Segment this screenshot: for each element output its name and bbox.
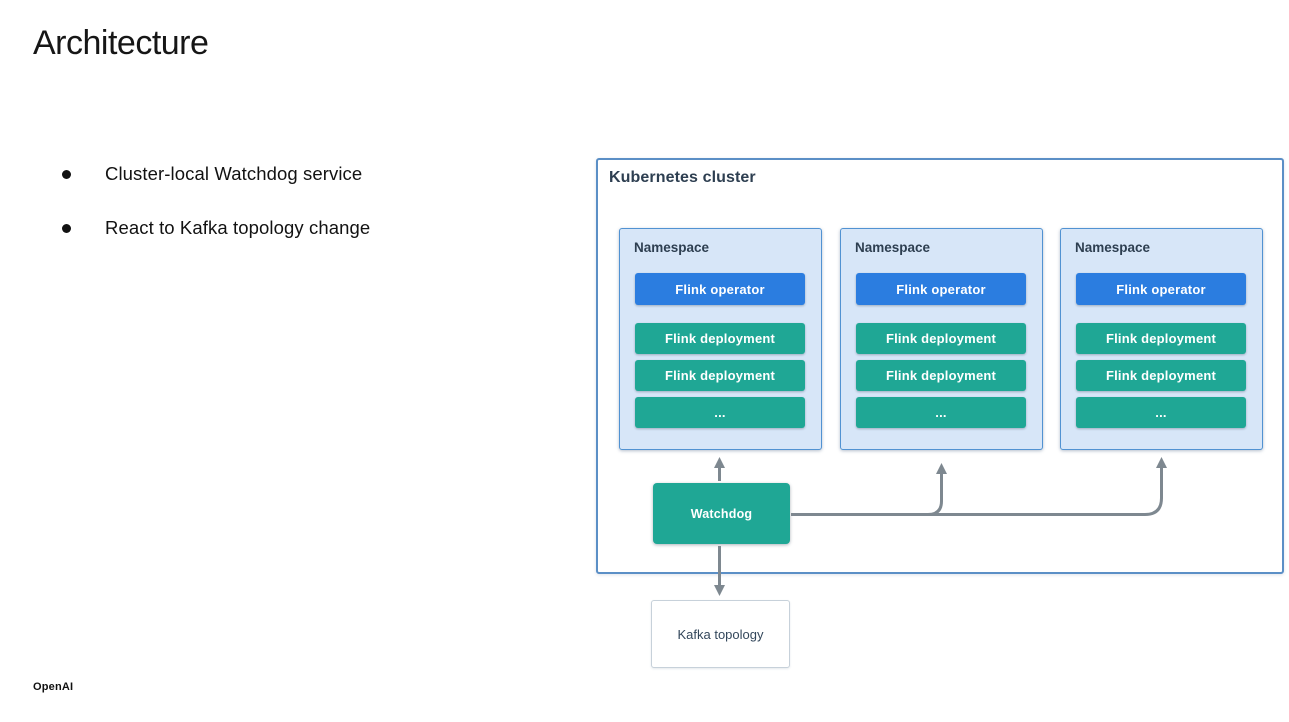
flink-deployment-pill: Flink deployment bbox=[635, 323, 805, 354]
flink-deployment-pill: Flink deployment bbox=[856, 323, 1026, 354]
flink-deployment-pill: Flink deployment bbox=[1076, 360, 1246, 391]
flink-deployment-pill: Flink deployment bbox=[1076, 323, 1246, 354]
bullet-item: React to Kafka topology change bbox=[62, 214, 370, 242]
flink-deployment-pill: Flink deployment bbox=[856, 360, 1026, 391]
page-title: Architecture bbox=[33, 24, 209, 62]
cluster-label: Kubernetes cluster bbox=[609, 169, 756, 186]
bullet-text: React to Kafka topology change bbox=[105, 217, 371, 238]
more-deployments-pill: ... bbox=[856, 397, 1026, 428]
flink-operator-pill: Flink operator bbox=[635, 273, 805, 305]
bullet-item: Cluster-local Watchdog service bbox=[62, 160, 370, 188]
namespace-box-1: Namespace Flink operator Flink deploymen… bbox=[619, 228, 822, 450]
watchdog-box: Watchdog bbox=[653, 483, 790, 544]
namespace-box-2: Namespace Flink operator Flink deploymen… bbox=[840, 228, 1043, 450]
flink-operator-pill: Flink operator bbox=[1076, 273, 1246, 305]
bullet-dot bbox=[62, 223, 71, 233]
bullet-text: Cluster-local Watchdog service bbox=[105, 163, 363, 184]
namespace-box-3: Namespace Flink operator Flink deploymen… bbox=[1060, 228, 1263, 450]
bullet-dot bbox=[62, 169, 71, 179]
more-deployments-pill: ... bbox=[1076, 397, 1246, 428]
flink-deployment-pill: Flink deployment bbox=[635, 360, 805, 391]
more-deployments-pill: ... bbox=[635, 397, 805, 428]
flink-operator-pill: Flink operator bbox=[856, 273, 1026, 305]
bullet-list: Cluster-local Watchdog service React to … bbox=[62, 160, 370, 268]
namespace-label: Namespace bbox=[855, 240, 931, 255]
namespace-label: Namespace bbox=[634, 240, 710, 255]
openai-logo: OpenAI bbox=[33, 681, 74, 693]
namespace-label: Namespace bbox=[1075, 240, 1151, 255]
kafka-topology-box: Kafka topology bbox=[651, 600, 790, 668]
